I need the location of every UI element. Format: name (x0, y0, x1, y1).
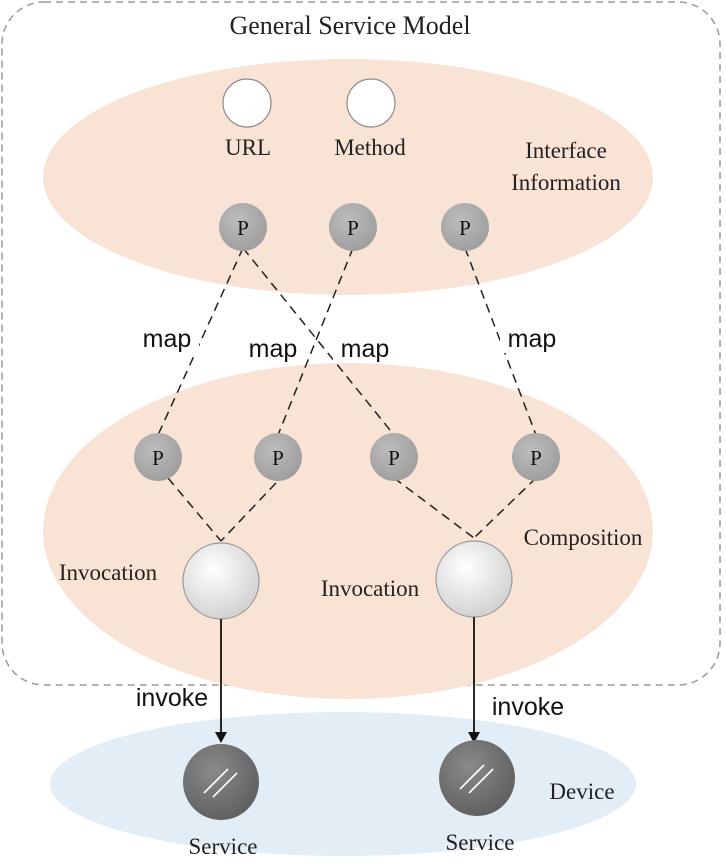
invoke-label-right: invoke (492, 693, 564, 721)
map-label: map (508, 325, 557, 353)
invocation-node-left (182, 542, 260, 620)
map-connections (157, 247, 537, 542)
method-label: Method (334, 135, 406, 160)
svg-text:P: P (459, 216, 471, 240)
interface-information-region (43, 59, 653, 295)
invocation-label-right: Invocation (321, 576, 420, 601)
param-link (167, 477, 222, 542)
param-link (393, 477, 475, 539)
service-node-left (183, 744, 259, 820)
method-node (346, 78, 396, 128)
url-node (222, 78, 272, 128)
interface-param: P (441, 203, 489, 251)
composition-param: P (512, 433, 560, 481)
map-line (242, 247, 395, 436)
svg-text:P: P (272, 446, 284, 470)
interface-param: P (329, 203, 377, 251)
param-link (220, 482, 277, 542)
map-label: map (249, 335, 298, 363)
url-label: URL (225, 135, 271, 160)
composition-region (43, 363, 653, 699)
composition-label: Composition (524, 525, 643, 550)
service-node-right (439, 740, 515, 816)
service-label-right: Service (446, 830, 515, 855)
svg-text:P: P (152, 446, 164, 470)
svg-text:P: P (347, 216, 359, 240)
invocation-node-right (435, 540, 513, 618)
device-region (50, 712, 636, 856)
svg-text:P: P (237, 216, 249, 240)
interface-param: P (219, 203, 267, 251)
map-label: map (143, 325, 192, 353)
svg-text:P: P (530, 446, 542, 470)
map-line (157, 247, 244, 436)
composition-param: P (254, 433, 302, 481)
map-line (464, 247, 537, 436)
map-line (277, 247, 354, 436)
svg-text:P: P (388, 446, 400, 470)
interface-information-label-line1: Interface (525, 138, 607, 163)
device-label: Device (549, 779, 614, 804)
invoke-label-left: invoke (136, 684, 208, 712)
service-label-left: Service (189, 834, 258, 859)
interface-information-label-line2: Information (511, 170, 621, 195)
composition-param: P (370, 433, 418, 481)
invocation-label-left: Invocation (59, 560, 158, 585)
map-label: map (341, 335, 390, 363)
composition-param: P (134, 433, 182, 481)
model-title: General Service Model (229, 11, 470, 40)
